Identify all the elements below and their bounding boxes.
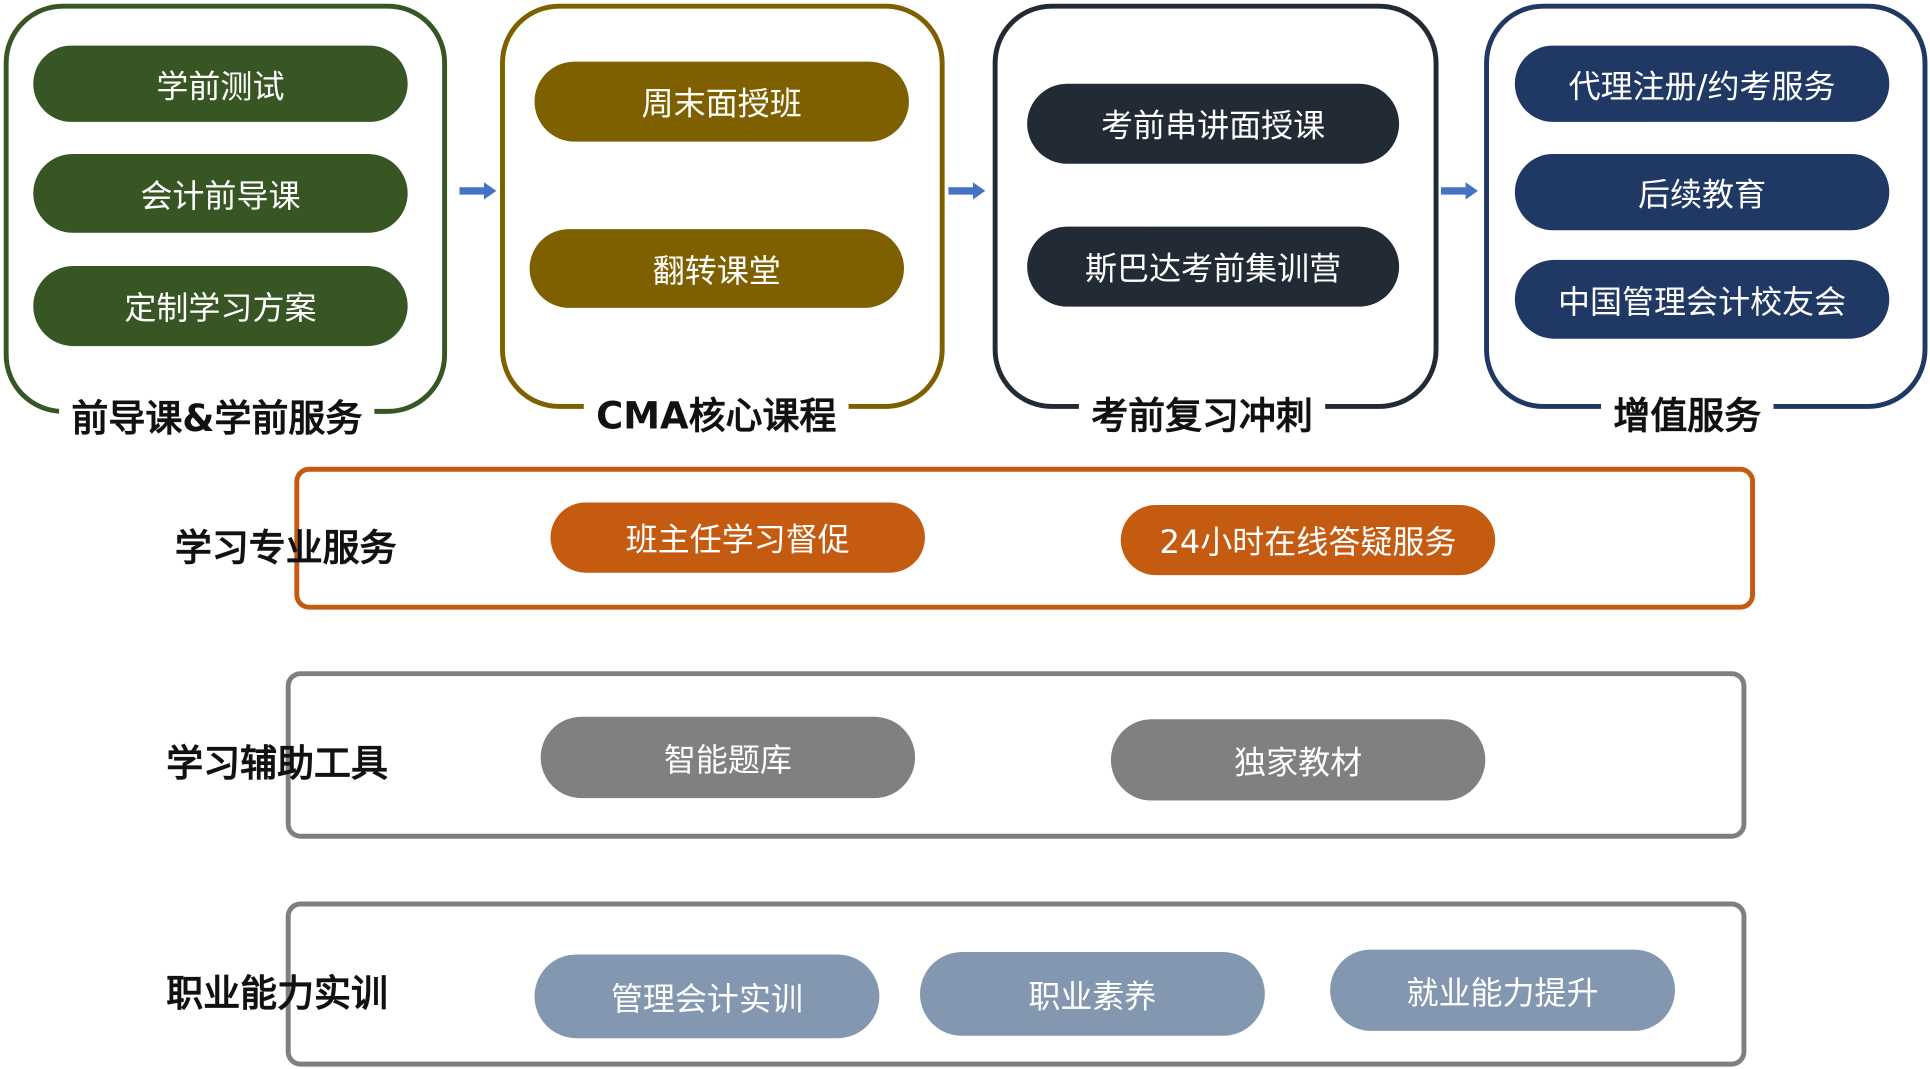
pill-weekend-class: 周末面授班 [534,61,909,142]
column-label-value-added: 增值服务 [1601,385,1774,440]
pill-employability-improvement: 就业能力提升 [1330,949,1675,1031]
pill-smart-question-bank: 智能题库 [540,716,916,799]
row-label-career-training: 职业能力实训 [166,972,388,1017]
pill-24h-qa-service: 24小时在线答疑服务 [1120,504,1496,576]
row-label-study-tools: 学习辅助工具 [166,742,388,786]
column-label-exam-sprint: 考前复习冲刺 [1078,385,1326,440]
pill-exam-lecture: 考前串讲面授课 [1027,83,1400,164]
arrow-right-icon [948,182,986,200]
column-label-cma-core: CMA核心课程 [583,385,849,440]
column-box-exam-sprint [992,3,1439,409]
column-label-preparatory: 前导课&学前服务 [59,387,375,443]
pill-flipped-classroom: 翻转课堂 [529,229,904,308]
pill-head-teacher-supervision: 班主任学习督促 [550,502,925,573]
pill-accounting-prep-course: 会计前导课 [33,153,408,233]
pill-management-accounting-training: 管理会计实训 [534,954,880,1039]
arrow-right-icon [459,182,497,200]
pill-continuing-education: 后续教育 [1514,153,1890,231]
row-box-professional-service [294,466,1756,610]
pill-custom-study-plan: 定制学习方案 [33,266,408,347]
pill-exclusive-textbook: 独家教材 [1110,719,1486,801]
arrow-right-icon [1440,182,1478,200]
pill-pre-test: 学前测试 [33,45,408,122]
row-label-professional-service: 学习专业服务 [174,527,397,571]
pill-sparta-camp: 斯巴达考前集训营 [1027,226,1400,307]
row-box-study-tools [285,671,1747,839]
pill-professional-quality: 职业素养 [920,952,1265,1036]
pill-registration-service: 代理注册/约考服务 [1514,45,1890,122]
pill-alumni-association: 中国管理会计校友会 [1514,259,1890,339]
